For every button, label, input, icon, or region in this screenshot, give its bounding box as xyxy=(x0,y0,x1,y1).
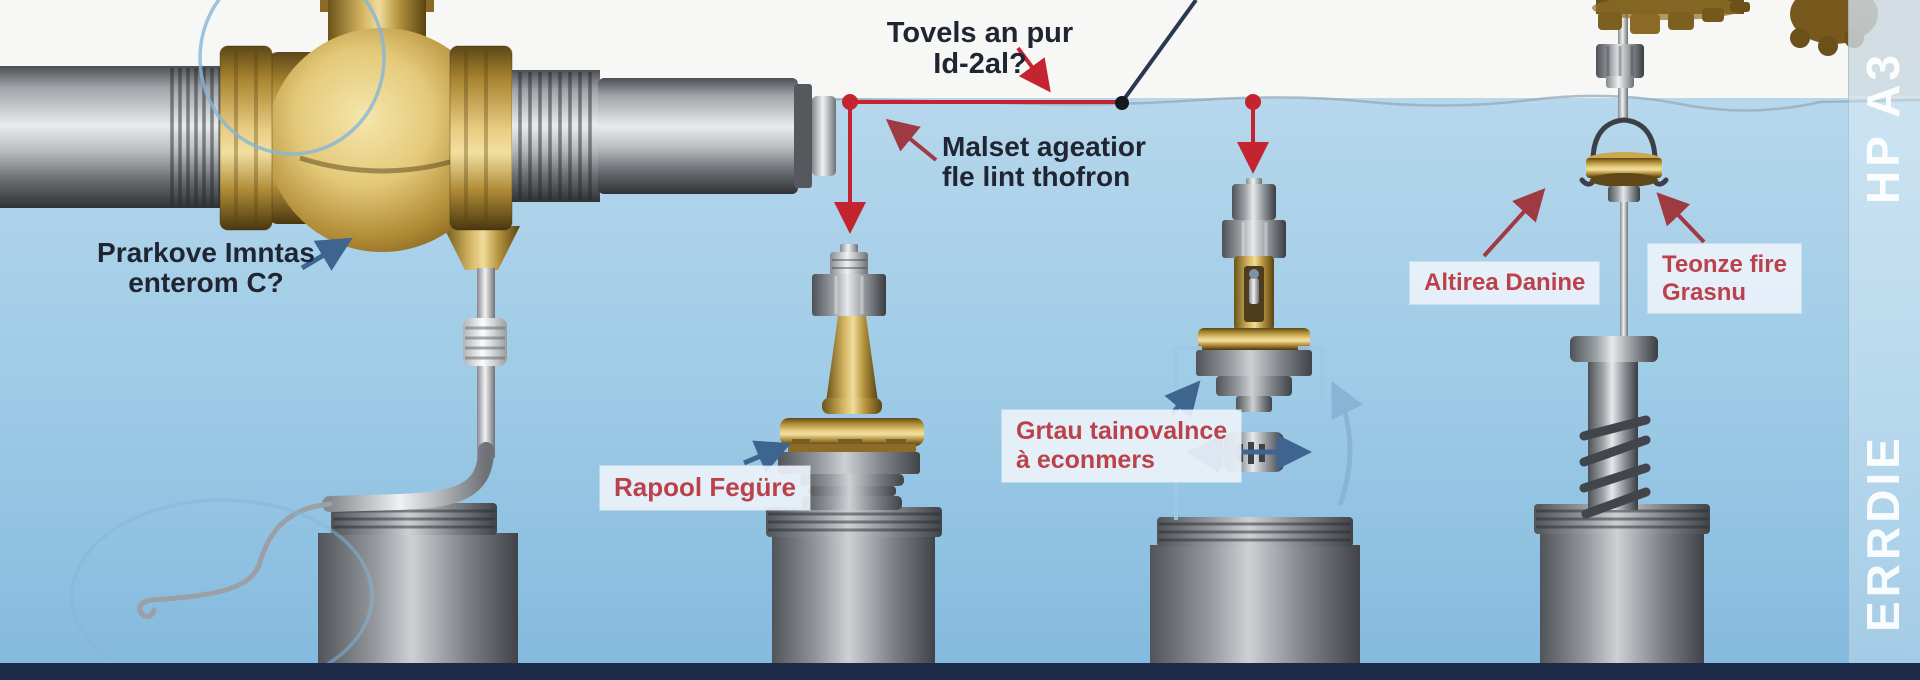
malset-arrow xyxy=(885,118,938,162)
label-malset-line1: Malset ageatior xyxy=(942,131,1146,162)
label-teonze-line2: Grasnu xyxy=(1662,278,1747,306)
black-node-dot xyxy=(1115,96,1129,110)
main-pipe-left xyxy=(0,66,226,208)
pedestal-3 xyxy=(1150,517,1360,680)
label-teonze: Teonze fire Grasnu xyxy=(1648,244,1801,314)
coil-spring xyxy=(1579,415,1651,519)
side-band-bottom-text: ERRDIE xyxy=(1857,434,1909,632)
valve-assembly-4-coil xyxy=(1570,0,1669,519)
side-band-top-text: HP A3 xyxy=(1857,51,1909,205)
pedestal-2 xyxy=(766,507,942,680)
label-grtau-line2: à econmers xyxy=(1016,445,1155,474)
label-prarkove: Prarkove Imntas enterom C? xyxy=(96,237,316,299)
main-pipe-right xyxy=(512,70,836,202)
label-malset: Malset ageatior fle lint thofron xyxy=(942,131,1146,193)
side-band xyxy=(1848,0,1920,680)
navy-leader-line xyxy=(1120,0,1198,104)
label-top-question-line2: Id-2al? xyxy=(933,48,1027,81)
main-brass-valve xyxy=(219,0,513,252)
probe-rod-and-wire xyxy=(137,226,520,620)
red-node-dot-right xyxy=(1245,94,1261,110)
rapool-arrow xyxy=(743,440,792,473)
prarkove-arrow xyxy=(300,237,353,271)
red-node-dot-left xyxy=(842,94,858,110)
label-grtau-line1: Grtau tainovalnce xyxy=(1016,417,1228,445)
bottom-bar xyxy=(0,663,1920,680)
label-prarkove-line2: enterom C? xyxy=(128,267,284,299)
label-grtau: Grtau tainovalnce à econmers xyxy=(1002,410,1242,482)
highlight-circles xyxy=(70,0,386,680)
swoosh-arrow xyxy=(1331,381,1363,506)
label-teonze-line1: Teonze fire xyxy=(1662,251,1787,278)
altirea-arrow xyxy=(1482,188,1546,258)
label-altirea: Altirea Danine xyxy=(1410,262,1600,304)
thin-wire xyxy=(137,501,333,620)
label-top-question-line1: Tovels an pur xyxy=(886,17,1074,49)
label-malset-line2: fle lint thofron xyxy=(942,161,1131,193)
valve-assembly-2 xyxy=(778,244,924,510)
bracket-arrow xyxy=(1164,380,1201,419)
label-top-question: Tovels an pur Id-2al? xyxy=(862,17,1098,81)
label-rapool: Rapool Fegüre xyxy=(600,466,811,510)
teonze-arrow xyxy=(1656,192,1706,244)
label-prarkove-line1: Prarkove Imntas xyxy=(97,237,315,268)
pedestal-1 xyxy=(318,503,518,680)
annotation-lines xyxy=(834,0,1706,258)
pedestal-4 xyxy=(1534,504,1710,680)
